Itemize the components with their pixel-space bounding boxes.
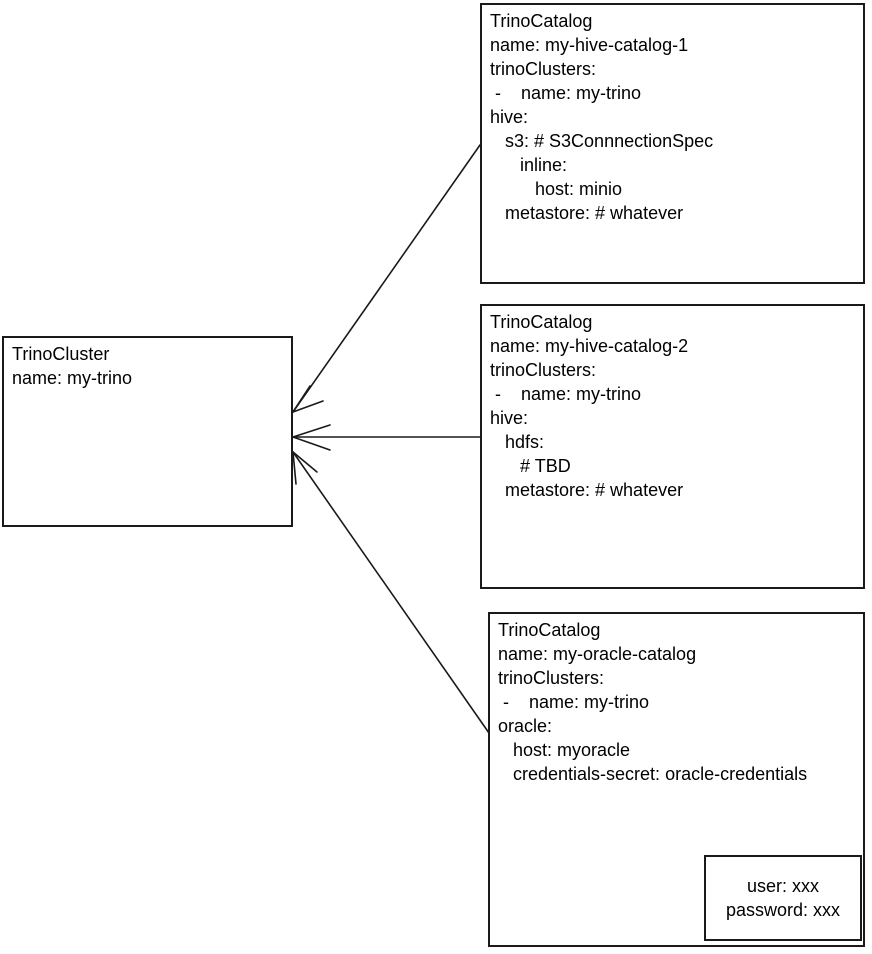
credentials-line-1: password: xxx xyxy=(725,900,841,920)
node-trino-catalog-hive-2-body: TrinoCatalog name: my-hive-catalog-2 tri… xyxy=(490,310,859,502)
catalog-oracle-line-2: trinoClusters: xyxy=(498,668,605,688)
catalog-hive-1-line-7: host: minio xyxy=(490,179,623,199)
node-trino-cluster-line-0: TrinoCluster xyxy=(12,344,110,364)
node-trino-catalog-hive-1[interactable]: TrinoCatalog name: my-hive-catalog-1 tri… xyxy=(480,3,865,284)
catalog-oracle-line-3: - name: my-trino xyxy=(498,692,650,712)
catalog-hive-1-line-3: - name: my-trino xyxy=(490,83,642,103)
catalog-oracle-line-5: host: myoracle xyxy=(498,740,631,760)
node-credentials-secret[interactable]: user: xxx password: xxx xyxy=(704,855,862,941)
catalog-hive-2-line-5: hdfs: xyxy=(490,432,545,452)
catalog-hive-1-line-4: hive: xyxy=(490,107,529,127)
catalog-hive-2-line-7: metastore: # whatever xyxy=(490,480,684,500)
catalog-hive-2-line-3: - name: my-trino xyxy=(490,384,642,404)
catalog-hive-2-line-0: TrinoCatalog xyxy=(490,312,593,332)
node-trino-cluster-line-1: name: my-trino xyxy=(12,368,133,388)
catalog-hive-2-line-2: trinoClusters: xyxy=(490,360,597,380)
node-trino-catalog-oracle-body: TrinoCatalog name: my-oracle-catalog tri… xyxy=(498,618,859,786)
node-trino-catalog-oracle[interactable]: TrinoCatalog name: my-oracle-catalog tri… xyxy=(488,612,865,947)
node-trino-cluster[interactable]: TrinoCluster name: my-trino xyxy=(2,336,293,527)
catalog-hive-2-line-1: name: my-hive-catalog-2 xyxy=(490,336,689,356)
catalog-hive-1-line-1: name: my-hive-catalog-1 xyxy=(490,35,689,55)
catalog-hive-2-line-4: hive: xyxy=(490,408,529,428)
catalog-oracle-line-6: credentials-secret: oracle-credentials xyxy=(498,764,808,784)
catalog-oracle-line-0: TrinoCatalog xyxy=(498,620,601,640)
node-trino-catalog-hive-1-body: TrinoCatalog name: my-hive-catalog-1 tri… xyxy=(490,9,859,225)
catalog-hive-1-line-5: s3: # S3ConnnectionSpec xyxy=(490,131,714,151)
catalog-hive-2-line-6: # TBD xyxy=(490,456,571,476)
catalog-hive-1-line-0: TrinoCatalog xyxy=(490,11,593,31)
edge-hive-1-to-cluster xyxy=(292,144,481,413)
node-trino-catalog-hive-2[interactable]: TrinoCatalog name: my-hive-catalog-2 tri… xyxy=(480,304,865,589)
catalog-hive-1-line-6: inline: xyxy=(490,155,568,175)
credentials-line-0: user: xxx xyxy=(746,876,820,896)
catalog-oracle-line-1: name: my-oracle-catalog xyxy=(498,644,697,664)
catalog-oracle-line-4: oracle: xyxy=(498,716,553,736)
catalog-hive-1-line-8: metastore: # whatever xyxy=(490,203,684,223)
edge-oracle-to-cluster xyxy=(292,451,490,734)
catalog-hive-1-line-2: trinoClusters: xyxy=(490,59,597,79)
node-trino-cluster-body: TrinoCluster name: my-trino xyxy=(12,342,287,390)
edge-hive-2-to-cluster xyxy=(292,424,481,451)
